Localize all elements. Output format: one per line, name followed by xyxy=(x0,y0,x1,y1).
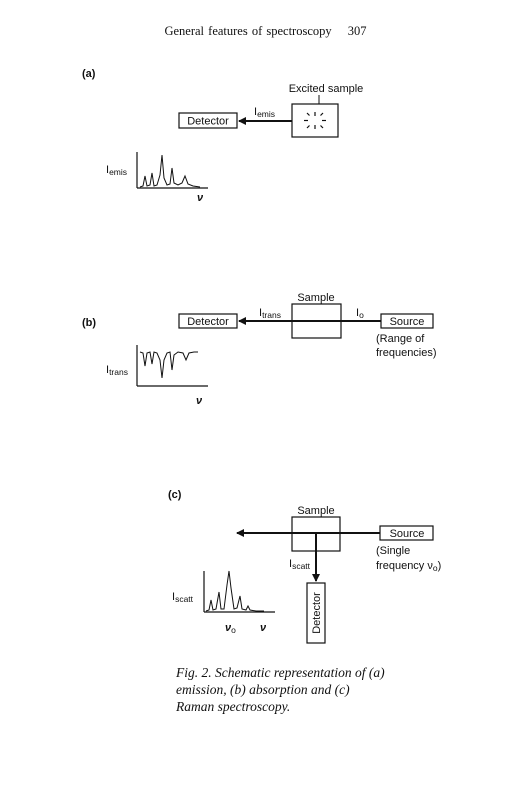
panel-b-label: (b) xyxy=(82,317,96,329)
panel-b-absorption-spectrum: Itrans ν xyxy=(106,345,208,407)
panel-b-detector-label: Detector xyxy=(187,316,229,328)
panel-a: (a) Detector Excited sample Iemis Iemis … xyxy=(82,68,363,204)
panel-c-raman-spectrum: Iscatt νo ν xyxy=(172,570,275,635)
caption-line-2: emission, (b) absorption and (c) xyxy=(176,682,350,697)
caption-line-1: Fig. 2. Schematic representation of (a) xyxy=(176,665,385,680)
panel-c-raman-trace xyxy=(205,570,264,612)
panel-a-sample-box xyxy=(291,103,339,138)
panel-b: (b) Detector Sample Source Itrans Io (Ra… xyxy=(82,292,437,407)
panel-b-source-note-line2: frequencies) xyxy=(376,347,437,359)
panel-c-detector-box xyxy=(306,582,326,644)
panel-c-graph-xlabel: ν xyxy=(260,622,267,634)
panel-a-detector-box xyxy=(178,112,238,129)
panel-b-incident-label: Io xyxy=(356,307,364,320)
panel-a-excited-sample-label: Excited sample xyxy=(289,83,364,95)
panel-a-detector-label: Detector xyxy=(187,116,229,128)
page-number: 307 xyxy=(347,24,367,38)
panel-a-graph-xlabel: ν xyxy=(197,192,204,204)
panel-c-detector-label: Detector xyxy=(311,592,323,634)
running-title: General features of spectroscopy xyxy=(164,24,332,38)
panel-b-source-label: Source xyxy=(390,316,425,328)
panel-c-source-note-line2: frequency νo) xyxy=(376,560,441,573)
panel-c: (c) Sample Source (Single frequency νo) … xyxy=(168,489,441,644)
running-head: General features of spectroscopy 307 xyxy=(0,24,531,39)
panel-c-source-label: Source xyxy=(390,528,425,540)
panel-c-graph-ylabel: Iscatt xyxy=(172,591,194,604)
panel-b-detector-box xyxy=(178,313,238,329)
figure-caption: Fig. 2. Schematic representation of (a) … xyxy=(176,664,476,715)
panel-c-source-note-line1: (Single xyxy=(376,545,410,557)
panel-c-scatt-label: Iscatt xyxy=(289,558,311,571)
panel-a-graph-ylabel: Iemis xyxy=(106,164,127,177)
starburst-icon xyxy=(304,112,326,129)
panel-a-beam-label: Iemis xyxy=(254,106,275,119)
panel-c-graph-nu0: νo xyxy=(225,622,236,635)
panel-b-absorption-trace xyxy=(139,351,198,379)
panel-b-trans-label: Itrans xyxy=(259,307,281,320)
caption-line-3: Raman spectroscopy. xyxy=(176,699,291,714)
panel-c-label: (c) xyxy=(168,489,182,501)
panel-c-sample-label: Sample xyxy=(297,505,334,517)
panel-a-emission-trace xyxy=(139,154,201,188)
panel-b-source-note-line1: (Range of xyxy=(376,333,425,345)
panel-b-sample-label: Sample xyxy=(297,292,334,304)
panel-b-graph-xlabel: ν xyxy=(196,395,203,407)
panel-a-emission-spectrum: Iemis ν xyxy=(106,152,208,204)
panel-a-label: (a) xyxy=(82,68,96,80)
panel-b-graph-ylabel: Itrans xyxy=(106,364,128,377)
